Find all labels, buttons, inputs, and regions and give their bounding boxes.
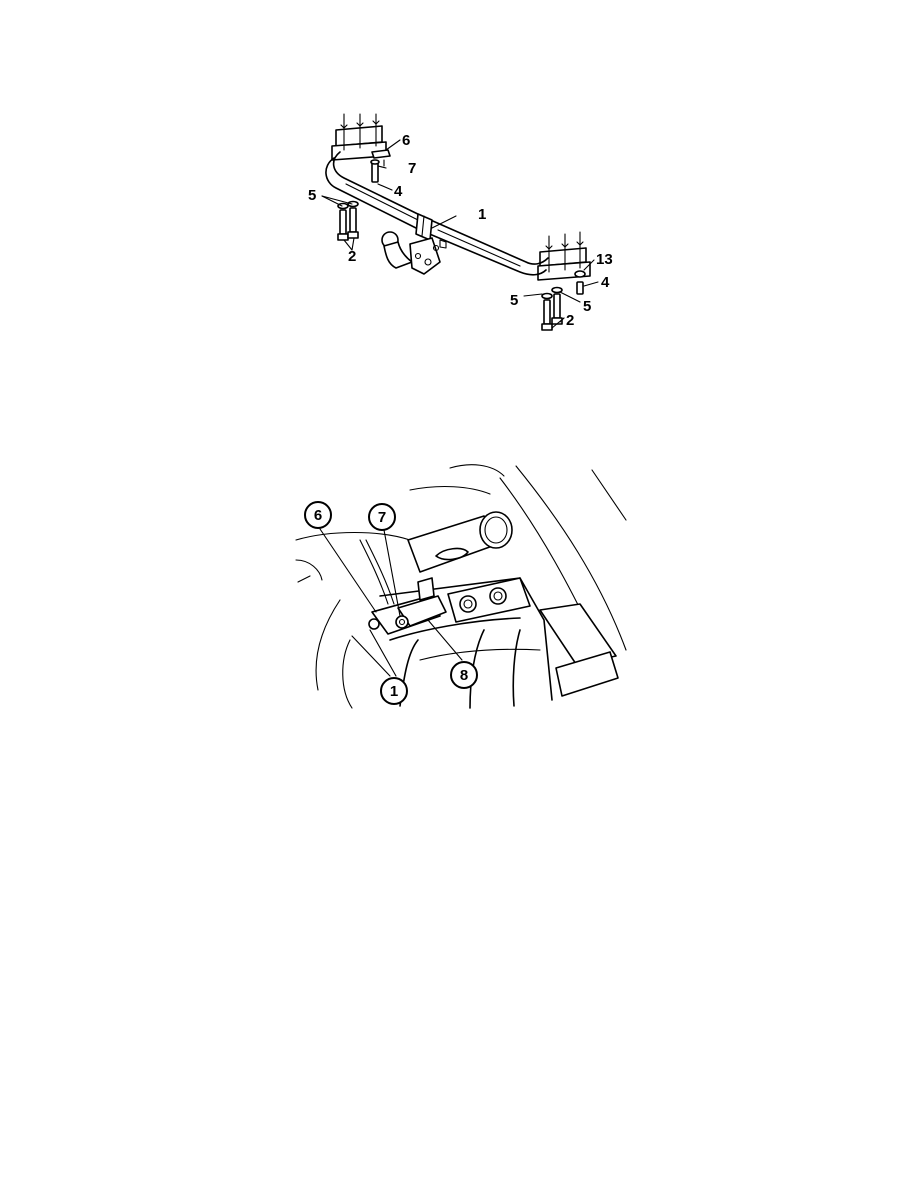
label-fig2-bracket: 8: [460, 667, 468, 684]
label-washer-right-a: 5: [510, 292, 518, 309]
tow-ball: [381, 231, 447, 275]
left-lower-bolts: [337, 200, 359, 241]
label-bolt-left: 2: [348, 248, 356, 265]
right-upper-fasteners: [574, 270, 586, 295]
left-upper-fasteners: [370, 149, 391, 183]
label-plate: 6: [402, 132, 410, 149]
label-fig2-tow-bar: 1: [390, 683, 398, 700]
leader-lines: [321, 139, 599, 329]
label-fig2-plate: 6: [314, 507, 322, 524]
label-nut: 13: [596, 251, 613, 268]
label-bolt-right: 2: [566, 312, 574, 329]
label-screw: 7: [408, 160, 416, 177]
label-washer-right-b: 5: [583, 298, 591, 315]
label-bolt-upper-left: 4: [394, 183, 403, 200]
label-tow-bar: 1: [478, 206, 486, 223]
installed-view-diagram: [295, 464, 627, 709]
label-washer-left: 5: [308, 187, 316, 204]
right-lower-bolts: [541, 286, 563, 331]
label-fig2-screw: 7: [378, 509, 386, 526]
label-bolt-upper-right: 4: [601, 274, 610, 291]
